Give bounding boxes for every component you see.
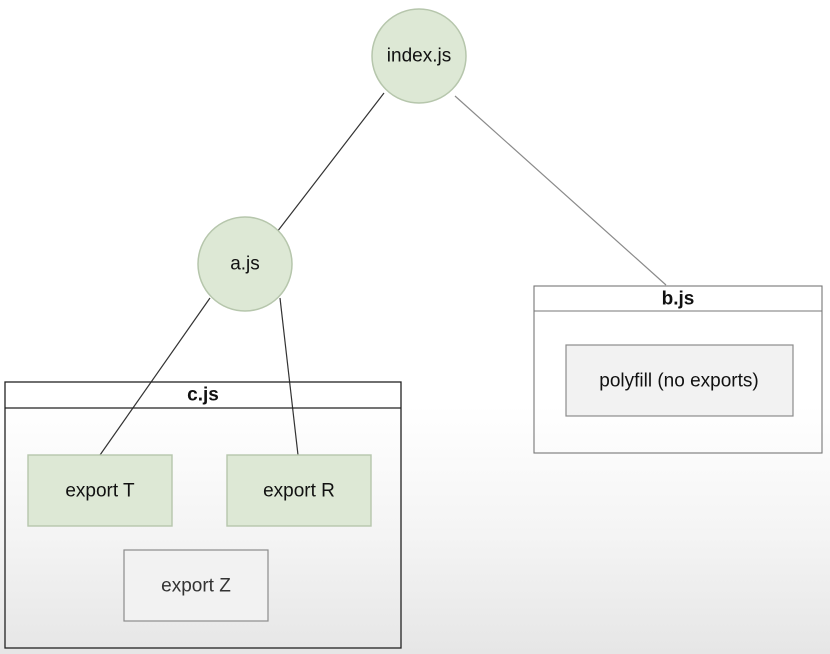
module-c-js-frame (4, 381, 402, 649)
export-t-rect (27, 454, 173, 527)
edge-a-to-export-t (99, 297, 211, 456)
module-b-js[interactable]: b.js polyfill (no exports) (533, 285, 823, 454)
edge-index-to-b (454, 95, 667, 286)
node-index-js-label: index.js (387, 46, 451, 67)
export-r-label: export R (263, 481, 335, 502)
node-a-js[interactable]: a.js (197, 216, 293, 312)
node-index-js[interactable]: index.js (371, 8, 467, 104)
node-index-js-circle (371, 8, 467, 104)
edge-a-to-export-r (279, 297, 299, 456)
polyfill-label: polyfill (no exports) (599, 371, 758, 392)
module-c-js-title: c.js (187, 385, 219, 406)
module-c-js[interactable]: c.js export T export R export Z (4, 381, 402, 649)
export-t-box[interactable]: export T (27, 454, 173, 527)
export-r-box[interactable]: export R (226, 454, 372, 527)
export-z-rect (123, 549, 269, 622)
polyfill-box (565, 344, 794, 417)
export-r-rect (226, 454, 372, 527)
node-a-js-circle (197, 216, 293, 312)
module-b-js-frame (533, 285, 823, 454)
export-z-label: export Z (161, 576, 231, 597)
export-t-label: export T (65, 481, 135, 502)
edge-index-to-a (276, 92, 385, 233)
node-a-js-label: a.js (230, 254, 260, 275)
module-b-js-title: b.js (662, 289, 695, 310)
export-z-box[interactable]: export Z (123, 549, 269, 622)
